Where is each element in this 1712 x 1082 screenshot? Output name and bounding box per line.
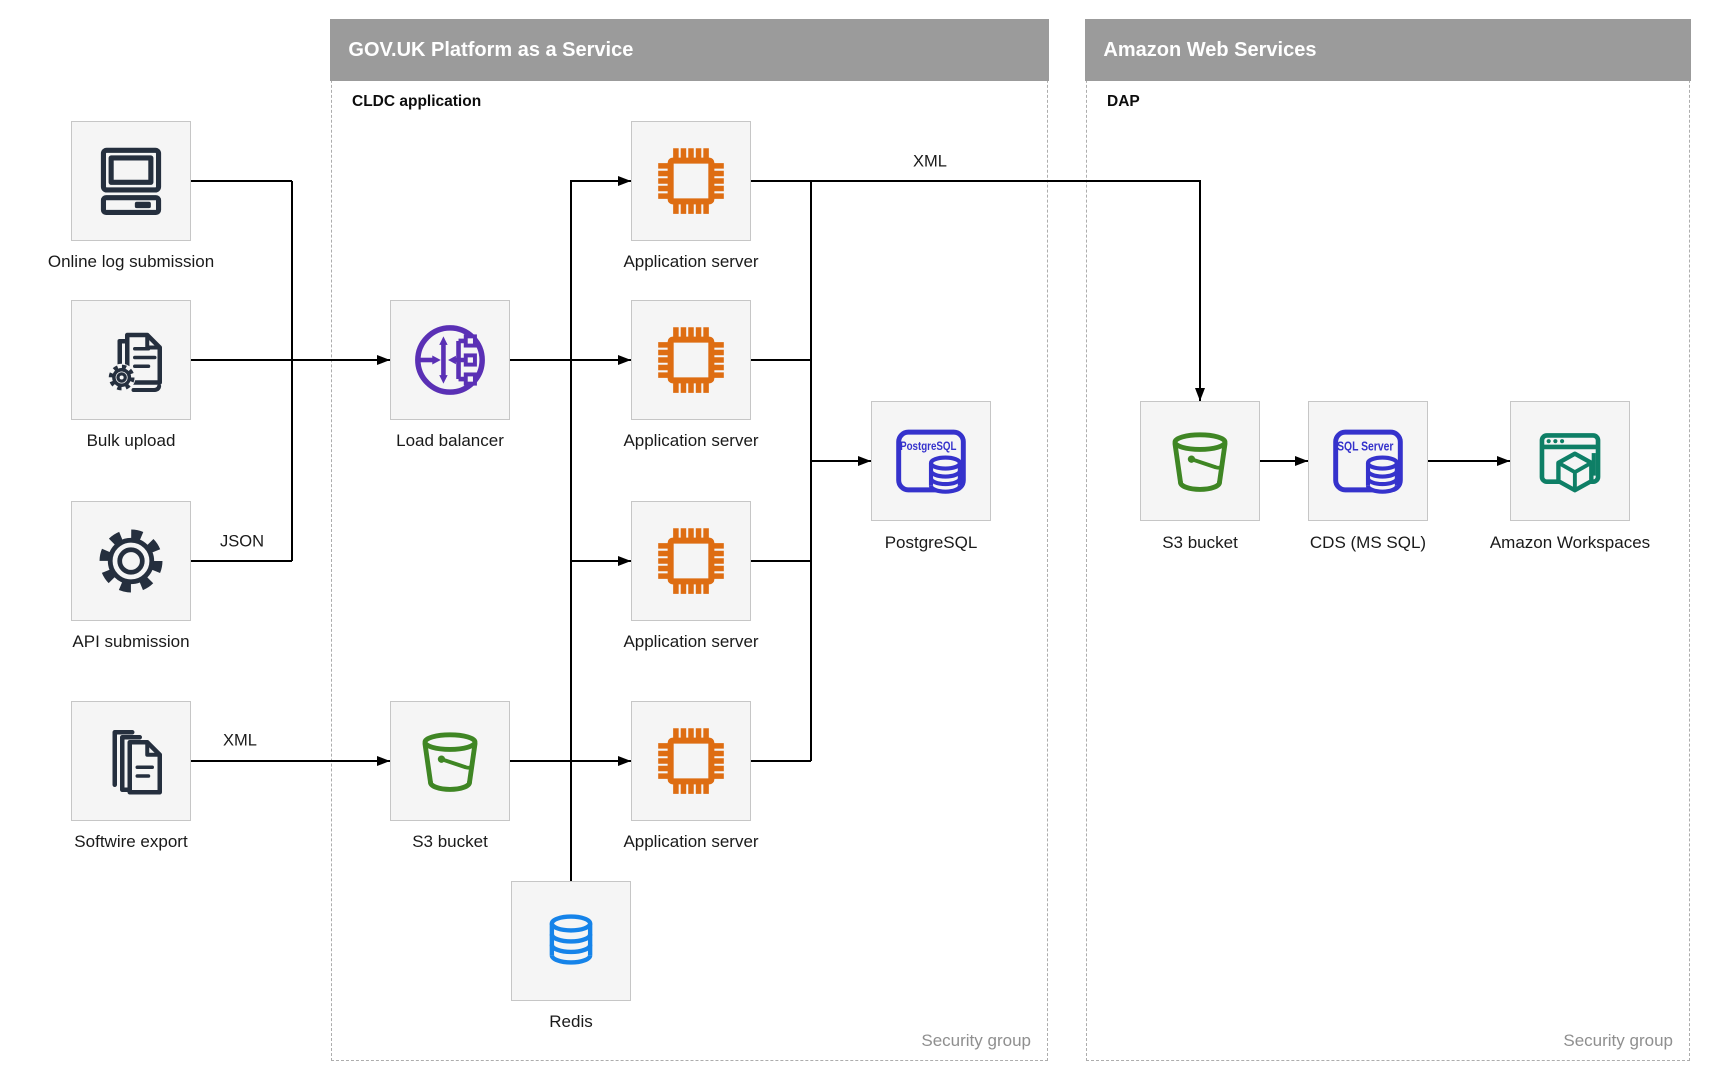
database-cylinder-icon bbox=[536, 906, 606, 976]
node-postgresql: PostgreSQL bbox=[871, 401, 991, 521]
desktop-computer-icon bbox=[90, 140, 172, 222]
sql-server-wordmark: SQL Server bbox=[1337, 439, 1393, 454]
edge-xml-to-aws-s3 bbox=[751, 180, 1205, 401]
node-label-amazon-workspaces: Amazon Workspaces bbox=[1489, 533, 1651, 552]
chip-icon bbox=[649, 719, 733, 803]
zone-aws: Amazon Web Services DAP Security group bbox=[1085, 19, 1691, 1061]
node-label-s3-bucket-aws: S3 bucket bbox=[1162, 533, 1238, 552]
sql-server-icon: SQL Server bbox=[1333, 429, 1403, 494]
chip-icon bbox=[649, 519, 733, 603]
zone-header-aws: Amazon Web Services bbox=[1085, 19, 1691, 82]
node-label-load-balancer: Load balancer bbox=[396, 431, 504, 450]
zone-footer-security-group-govuk: Security group bbox=[921, 1031, 1031, 1050]
stacked-documents-icon bbox=[91, 721, 171, 801]
edge-label-xml-left: XML bbox=[223, 731, 257, 750]
s3-bucket-icon bbox=[411, 722, 489, 800]
node-label-postgresql: PostgreSQL bbox=[884, 533, 978, 552]
edge-label-xml-right: XML bbox=[913, 152, 947, 171]
node-redis bbox=[511, 881, 631, 1001]
documents-gear-icon bbox=[91, 320, 171, 400]
node-label-api-submission: API submission bbox=[72, 632, 190, 651]
node-label-application-server-4: Application server bbox=[623, 832, 759, 851]
node-application-server-2 bbox=[631, 300, 751, 420]
load-balancer-icon bbox=[408, 318, 492, 402]
zone-sublabel-cldc: CLDC application bbox=[352, 93, 482, 110]
node-cds-ms-sql: SQL Server bbox=[1308, 401, 1428, 521]
zone-footer-security-group-aws: Security group bbox=[1563, 1031, 1673, 1050]
node-softwire-export bbox=[71, 701, 191, 821]
zone-header-govuk: GOV.UK Platform as a Service bbox=[330, 19, 1049, 82]
node-application-server-3 bbox=[631, 501, 751, 621]
node-s3-bucket-paas bbox=[390, 701, 510, 821]
chip-icon bbox=[649, 139, 733, 223]
postgresql-icon: PostgreSQL bbox=[896, 429, 966, 494]
node-label-application-server-2: Application server bbox=[623, 431, 759, 450]
node-s3-bucket-aws bbox=[1140, 401, 1260, 521]
node-api-submission bbox=[71, 501, 191, 621]
node-label-application-server-3: Application server bbox=[623, 632, 759, 651]
node-application-server-4 bbox=[631, 701, 751, 821]
zone-title-aws: Amazon Web Services bbox=[1103, 39, 1317, 62]
node-label-application-server-1: Application server bbox=[623, 252, 759, 271]
node-label-softwire-export: Softwire export bbox=[74, 832, 188, 851]
zone-title-govuk: GOV.UK Platform as a Service bbox=[348, 39, 634, 62]
edge-trunk-to-app1-and-redis bbox=[570, 176, 631, 881]
node-bulk-upload bbox=[71, 300, 191, 420]
node-label-cds-ms-sql: CDS (MS SQL) bbox=[1309, 533, 1427, 552]
node-amazon-workspaces bbox=[1510, 401, 1630, 521]
zone-govuk-paas: GOV.UK Platform as a Service CLDC applic… bbox=[330, 19, 1049, 1061]
node-label-online-log-submission: Online log submission bbox=[47, 252, 215, 271]
edge-label-json: JSON bbox=[219, 532, 265, 551]
node-label-redis: Redis bbox=[549, 1012, 593, 1031]
node-application-server-1 bbox=[631, 121, 751, 241]
postgresql-wordmark: PostgreSQL bbox=[900, 439, 957, 453]
chip-icon bbox=[649, 318, 733, 402]
node-load-balancer bbox=[390, 300, 510, 420]
node-label-s3-bucket-paas: S3 bucket bbox=[412, 832, 488, 851]
workspaces-icon bbox=[1531, 422, 1609, 500]
s3-bucket-icon bbox=[1161, 422, 1239, 500]
node-online-log-submission bbox=[71, 121, 191, 241]
node-label-bulk-upload: Bulk upload bbox=[86, 431, 176, 450]
zone-sublabel-dap: DAP bbox=[1107, 93, 1140, 110]
gear-icon bbox=[93, 523, 169, 599]
